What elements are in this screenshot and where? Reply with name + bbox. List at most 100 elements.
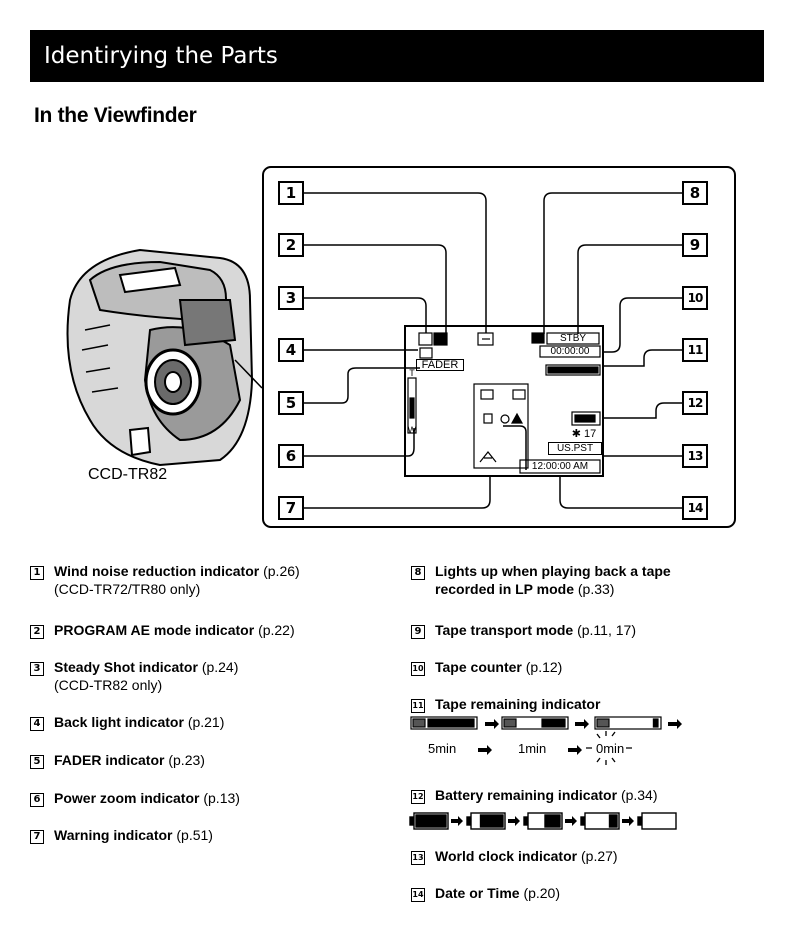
callout-4: 4 bbox=[278, 338, 304, 362]
legend-text: FADER indicator bbox=[54, 752, 165, 768]
legend-page: (p.33) bbox=[577, 581, 615, 597]
battery-terminal bbox=[466, 816, 472, 826]
battery-terminal bbox=[409, 816, 415, 826]
viewfinder-screen bbox=[404, 325, 604, 477]
legend-page: (p.12) bbox=[525, 659, 563, 675]
legend-item-2: 2 PROGRAM AE mode indicator (p.22) bbox=[30, 621, 295, 639]
tape-remaining-fill bbox=[652, 718, 659, 728]
callout-6: 6 bbox=[278, 444, 304, 468]
battery-terminal bbox=[523, 816, 529, 826]
battery-fill bbox=[544, 814, 561, 828]
callout-14: 14 bbox=[682, 496, 708, 520]
legend-page: (p.26) bbox=[263, 563, 300, 579]
tape-label-1min: 1min bbox=[518, 741, 547, 756]
legend-item-1: 1 Wind noise reduction indicator (p.26) (C… bbox=[30, 562, 300, 598]
legend-page: (p.23) bbox=[168, 752, 205, 768]
legend-text: Steady Shot indicator bbox=[54, 659, 198, 675]
legend-text: Wind noise reduction indicator bbox=[54, 563, 260, 579]
battery-terminal bbox=[580, 816, 586, 826]
legend-num: 2 bbox=[30, 625, 44, 639]
legend-num: 12 bbox=[411, 790, 425, 804]
tape-counter: 00:00:00 bbox=[550, 346, 590, 357]
legend-text: Tape counter bbox=[435, 659, 522, 675]
tape-remaining-bar-3 bbox=[594, 716, 662, 730]
legend-sub: recorded in LP mode bbox=[435, 581, 574, 597]
legend-num: 6 bbox=[30, 793, 44, 807]
cassette-icon bbox=[412, 718, 426, 728]
legend-sub: (CCD-TR72/TR80 only) bbox=[54, 581, 201, 597]
legend-page: (p.20) bbox=[523, 885, 561, 901]
callout-5: 5 bbox=[278, 391, 304, 415]
battery-terminal bbox=[637, 816, 643, 826]
zoom-tele-label: T bbox=[409, 368, 415, 378]
header-bar: Identirying the Parts bbox=[30, 30, 764, 82]
callout-2: 2 bbox=[278, 233, 304, 257]
viewfinder-diagram-frame bbox=[262, 166, 736, 528]
tape-label-5min: 5min bbox=[428, 741, 457, 756]
cassette-icon bbox=[503, 718, 517, 728]
legend-text: Date or Time bbox=[435, 885, 520, 901]
battery-icon-1 bbox=[413, 812, 449, 830]
legend-text: PROGRAM AE mode indicator bbox=[54, 622, 255, 638]
world-clock-star-icon: ✱ bbox=[571, 428, 585, 440]
battery-icon-5 bbox=[641, 812, 677, 830]
legend-num: 7 bbox=[30, 830, 44, 844]
legend-item-12: 12 Battery remaining indicator (p.34) bbox=[411, 786, 658, 804]
legend-text: Tape remaining indicator bbox=[435, 696, 601, 712]
world-clock-number: 17 bbox=[584, 428, 597, 440]
cassette-icon bbox=[596, 718, 610, 728]
arrow-icon bbox=[668, 719, 682, 729]
legend-text: Battery remaining indicator bbox=[435, 787, 618, 803]
date-time-display: 12:00:00 AM bbox=[531, 461, 589, 472]
arrow-icon bbox=[575, 719, 589, 729]
legend-num: 5 bbox=[30, 755, 44, 769]
world-clock-value: ✱ 17 bbox=[565, 428, 603, 441]
legend-num: 11 bbox=[411, 699, 425, 713]
legend-num: 3 bbox=[30, 662, 44, 676]
camera-model-label: CCD-TR82 bbox=[88, 466, 168, 483]
zoom-wide-label: W bbox=[407, 425, 417, 435]
legend-page: (p.24) bbox=[201, 659, 239, 675]
battery-icon-3 bbox=[527, 812, 563, 830]
legend-num: 4 bbox=[30, 717, 44, 731]
world-clock-zone: US.PST bbox=[548, 442, 602, 455]
tape-remaining-bar-2 bbox=[501, 716, 569, 730]
legend-num: 13 bbox=[411, 851, 425, 865]
battery-fill bbox=[608, 814, 618, 828]
legend-item-7: 7 Warning indicator (p.51) bbox=[30, 826, 213, 844]
legend-text: Power zoom indicator bbox=[54, 790, 200, 806]
battery-fill bbox=[415, 814, 447, 828]
legend-page: (p.11, 17) bbox=[577, 622, 636, 638]
legend-num: 8 bbox=[411, 566, 425, 580]
legend-item-11: 11 Tape remaining indicator bbox=[411, 695, 600, 713]
callout-11: 11 bbox=[682, 338, 708, 362]
legend-page: (p.21) bbox=[187, 714, 225, 730]
legend-page: (p.13) bbox=[203, 790, 240, 806]
legend-page: (p.51) bbox=[176, 827, 213, 843]
callout-10: 10 bbox=[682, 286, 708, 310]
legend-num: 1 bbox=[30, 566, 44, 580]
callout-12: 12 bbox=[682, 391, 708, 415]
callout-1: 1 bbox=[278, 181, 304, 205]
section-title: In the Viewfinder bbox=[34, 104, 197, 127]
arrow-icon bbox=[568, 745, 582, 755]
arrow-icon bbox=[565, 816, 577, 826]
legend-page: (p.22) bbox=[258, 622, 295, 638]
tape-remaining-fill bbox=[541, 718, 566, 728]
tape-remaining-bar-1 bbox=[410, 716, 478, 730]
arrow-icon bbox=[622, 816, 634, 826]
tape-label-0min: 0min bbox=[596, 741, 625, 756]
battery-icon-4 bbox=[584, 812, 620, 830]
legend-page: (p.27) bbox=[581, 848, 618, 864]
arrow-icon bbox=[508, 816, 520, 826]
legend-page: (p.34) bbox=[620, 787, 658, 803]
legend-text: Warning indicator bbox=[54, 827, 173, 843]
arrow-icon bbox=[478, 745, 492, 755]
